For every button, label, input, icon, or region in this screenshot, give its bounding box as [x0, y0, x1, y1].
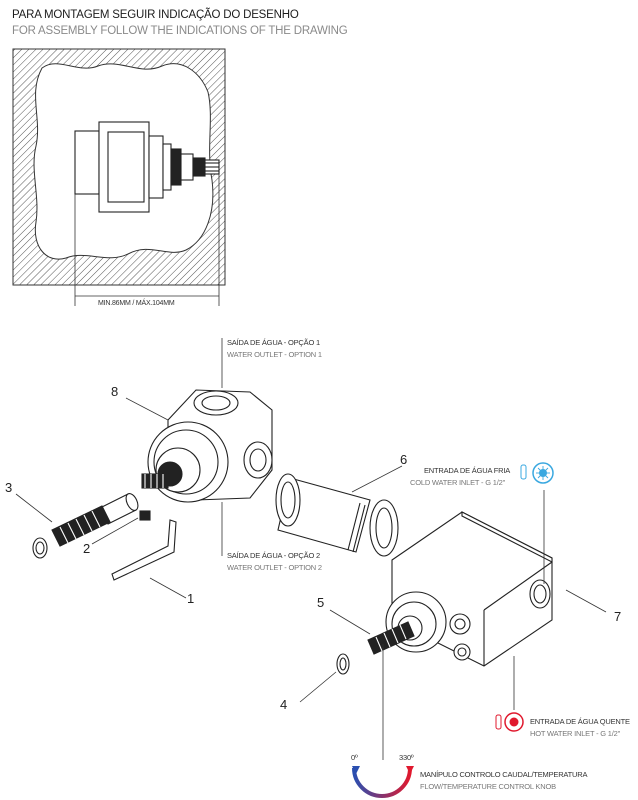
valve-body-part-8 — [141, 389, 273, 503]
outlet-2-label-en: WATER OUTLET - OPTION 2 — [227, 563, 322, 572]
part-number-3: 3 — [5, 480, 13, 495]
part-number-2: 2 — [83, 541, 91, 556]
hot-inlet-label-pt: ENTRADA DE ÁGUA QUENTE — [530, 717, 630, 726]
cold-water-icon — [520, 462, 554, 484]
assembly-title-pt: PARA MONTAGEM SEGUIR INDICAÇÃO DO DESENH… — [12, 9, 299, 21]
part-number-4: 4 — [280, 697, 288, 712]
hot-water-icon — [495, 712, 524, 732]
grub-screw-part-2 — [139, 510, 151, 521]
leader-lines — [15, 338, 607, 760]
outlet-2-label-pt: SAÍDA DE ÁGUA - OPÇÃO 2 — [227, 551, 320, 560]
part-number-8: 8 — [111, 384, 119, 399]
part-number-5: 5 — [317, 595, 325, 610]
assembly-title-en: FOR ASSEMBLY FOLLOW THE INDICATIONS OF T… — [12, 25, 348, 37]
spindle-extension-part-3 — [51, 493, 139, 547]
cold-inlet-label-en: COLD WATER INLET - G 1/2" — [410, 478, 506, 487]
rotation-dial-icon — [352, 766, 414, 798]
extension-tube-part-6 — [275, 473, 399, 557]
cartridge-part-5 — [367, 621, 415, 655]
valve-side-view — [74, 121, 220, 213]
part-number-6: 6 — [400, 452, 408, 467]
mounting-block-part-7 — [385, 511, 553, 667]
cold-inlet-label-pt: ENTRADA DE ÁGUA FRIA — [424, 466, 511, 475]
dimension-label: MIN.86MM / MÁX.104MM — [98, 300, 175, 307]
knob-label-en: FLOW/TEMPERATURE CONTROL KNOB — [420, 782, 556, 791]
allen-key-part-1 — [111, 519, 177, 581]
rotation-start: 0º — [351, 753, 358, 762]
dimension-line — [74, 174, 220, 306]
rotation-end: 330º — [399, 753, 414, 762]
washer-hole — [35, 541, 45, 555]
washer-hole — [339, 657, 347, 671]
part-number-7: 7 — [614, 609, 622, 624]
outlet-1-label-pt: SAÍDA DE ÁGUA - OPÇÃO 1 — [227, 338, 320, 347]
hot-inlet-label-en: HOT WATER INLET - G 1/2" — [530, 729, 621, 738]
wall-section — [12, 48, 226, 306]
knob-label-pt: MANÍPULO CONTROLO CAUDAL/TEMPERATURA — [420, 770, 588, 779]
part-number-1: 1 — [187, 591, 195, 606]
outlet-1-label-en: WATER OUTLET - OPTION 1 — [227, 350, 322, 359]
